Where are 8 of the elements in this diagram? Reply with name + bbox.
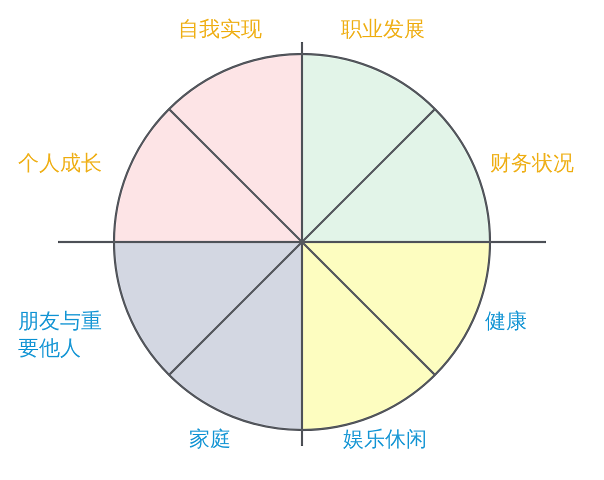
- segment-label: 财务状况: [484, 150, 580, 178]
- segment-label: 朋友与重要他人: [18, 308, 110, 363]
- segment-label: 健康: [480, 308, 532, 336]
- segment-label: 自我实现: [172, 16, 268, 44]
- segment-label: 娱乐休闲: [337, 426, 433, 454]
- segment-label: 职业发展: [335, 16, 431, 44]
- segment-label: 家庭: [184, 426, 236, 454]
- segment-label: 个人成长: [12, 150, 108, 178]
